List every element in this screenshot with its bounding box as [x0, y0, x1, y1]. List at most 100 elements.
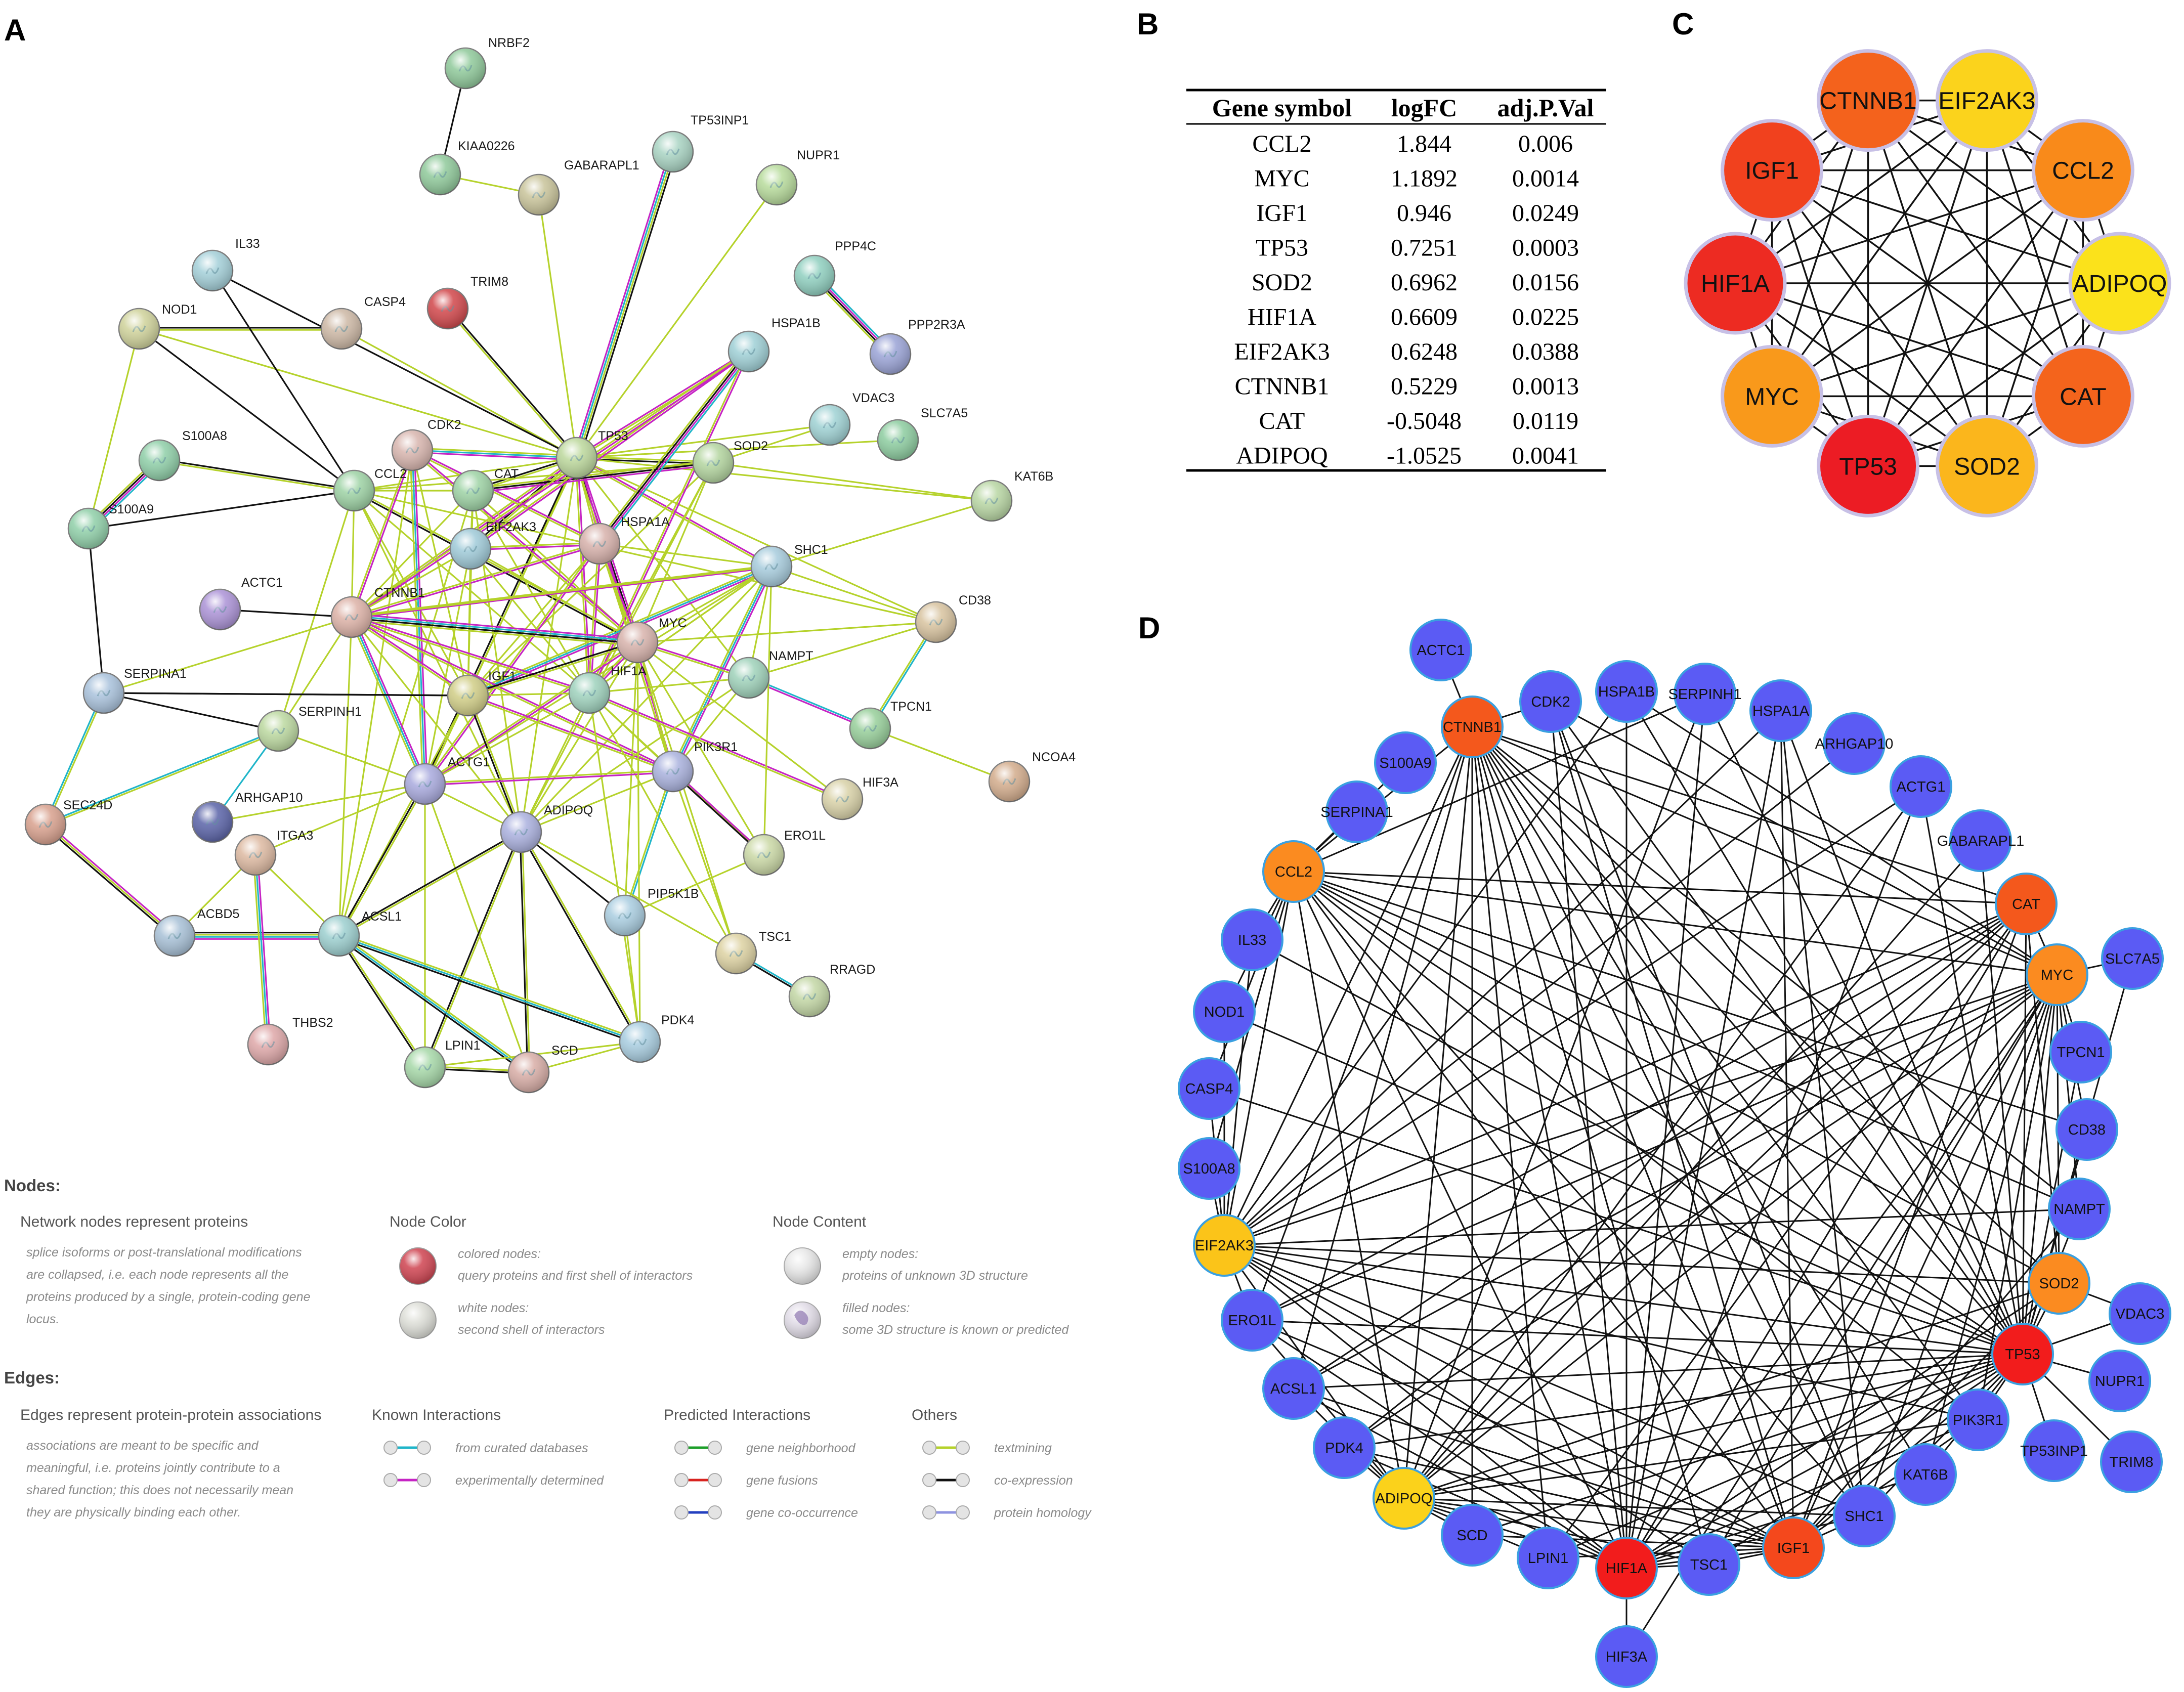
gene-node-sod2[interactable]: SOD2	[2028, 1252, 2090, 1315]
gene-node-ccl2[interactable]: CCL2	[1262, 840, 1325, 903]
protein-node-pip5k1b[interactable]: PIP5K1B	[604, 887, 699, 937]
gene-node-s100a9[interactable]: S100A9	[1374, 731, 1437, 794]
protein-node-tp53inp1[interactable]: TP53INP1	[652, 113, 749, 173]
protein-node-scd[interactable]: SCD	[507, 1044, 578, 1094]
hub-node-igf1[interactable]: IGF1	[1721, 119, 1824, 222]
gene-node-kat6b[interactable]: KAT6B	[1894, 1443, 1957, 1506]
gene-node-il33[interactable]: IL33	[1221, 908, 1283, 971]
protein-node-thbs2[interactable]: THBS2	[247, 1016, 333, 1066]
gene-node-serpina1[interactable]: SERPINA1	[1320, 780, 1393, 843]
hub-node-cat[interactable]: CAT	[2031, 344, 2134, 448]
gene-node-scd[interactable]: SCD	[1441, 1504, 1504, 1567]
protein-node-nod1[interactable]: NOD1	[118, 302, 197, 350]
gene-node-actg1[interactable]: ACTG1	[1890, 755, 1952, 818]
protein-node-ero1l[interactable]: ERO1L	[743, 829, 826, 876]
gene-node-cdk2[interactable]: CDK2	[1519, 670, 1582, 733]
protein-node-ppp2r3a[interactable]: PPP2R3A	[869, 318, 965, 375]
protein-node-serpinh1[interactable]: SERPINH1	[257, 705, 362, 752]
protein-node-nrbf2[interactable]: NRBF2	[444, 36, 530, 90]
hub-node-hif1a[interactable]: HIF1A	[1684, 232, 1787, 335]
gene-node-hspa1b[interactable]: HSPA1B	[1595, 660, 1658, 723]
protein-node-sod2[interactable]: SOD2	[692, 439, 768, 484]
protein-node-ctnnb1[interactable]: CTNNB1	[330, 586, 425, 638]
protein-node-casp4[interactable]: CASP4	[320, 295, 406, 350]
hub-node-eif2ak3[interactable]: EIF2AK3	[1935, 49, 2038, 152]
protein-node-actc1[interactable]: ACTC1	[199, 576, 283, 631]
protein-node-nampt[interactable]: NAMPT	[727, 649, 813, 699]
protein-node-slc7a5[interactable]: SLC7A5	[877, 406, 968, 461]
gene-node-hspa1a[interactable]: HSPA1A	[1749, 679, 1812, 742]
protein-node-serpina1[interactable]: SERPINA1	[82, 667, 187, 714]
protein-node-rragd[interactable]: RRAGD	[788, 963, 875, 1018]
hub-node-sod2[interactable]: SOD2	[1935, 414, 2038, 517]
hub-node-myc[interactable]: MYC	[1721, 344, 1824, 448]
gene-node-pik3r1[interactable]: PIK3R1	[1947, 1389, 2009, 1451]
protein-node-igf1[interactable]: IGF1	[447, 669, 517, 717]
protein-node-trim8[interactable]: TRIM8	[426, 275, 508, 330]
protein-node-tsc1[interactable]: TSC1	[715, 930, 791, 975]
protein-node-hif1a[interactable]: HIF1A	[568, 664, 647, 714]
hub-node-tp53[interactable]: TP53	[1817, 414, 1920, 517]
protein-node-ppp4c[interactable]: PPP4C	[793, 239, 876, 297]
protein-node-shc1[interactable]: SHC1	[750, 543, 828, 588]
gene-node-tp53inp1[interactable]: TP53INP1	[2020, 1419, 2088, 1482]
protein-node-actg1[interactable]: ACTG1	[404, 755, 490, 805]
protein-node-il33[interactable]: IL33	[191, 237, 260, 292]
gene-node-tpcn1[interactable]: TPCN1	[2049, 1021, 2112, 1083]
gene-node-acsl1[interactable]: ACSL1	[1262, 1357, 1325, 1420]
gene-node-arhgap10[interactable]: ARHGAP10	[1815, 712, 1894, 775]
protein-node-hspa1a[interactable]: HSPA1A	[578, 515, 670, 565]
protein-node-tpcn1[interactable]: TPCN1	[849, 700, 932, 750]
protein-node-acsl1[interactable]: ACSL1	[318, 909, 402, 957]
gene-node-tp53[interactable]: TP53	[1991, 1323, 2054, 1385]
gene-node-shc1[interactable]: SHC1	[1833, 1485, 1896, 1547]
protein-node-adipoq[interactable]: ADIPOQ	[500, 803, 593, 853]
protein-node-hspa1b[interactable]: HSPA1B	[727, 316, 821, 373]
gene-node-cat[interactable]: CAT	[1995, 873, 2058, 935]
protein-node-ccl2[interactable]: CCL2	[333, 467, 407, 512]
gene-node-gabarapl1[interactable]: GABARAPL1	[1937, 809, 2024, 872]
protein-node-arhgap10[interactable]: ARHGAP10	[191, 791, 303, 843]
protein-node-pik3r1[interactable]: PIK3R1	[652, 740, 738, 793]
gene-node-hif3a[interactable]: HIF3A	[1595, 1625, 1658, 1688]
protein-node-gabarapl1[interactable]: GABARAPL1	[518, 158, 639, 216]
gene-node-serpinh1[interactable]: SERPINH1	[1668, 663, 1742, 725]
gene-node-tsc1[interactable]: TSC1	[1678, 1533, 1740, 1596]
protein-node-hif3a[interactable]: HIF3A	[821, 775, 898, 820]
gene-node-cd38[interactable]: CD38	[2055, 1098, 2118, 1161]
protein-node-lpin1[interactable]: LPIN1	[404, 1038, 480, 1089]
gene-node-hif1a[interactable]: HIF1A	[1595, 1537, 1658, 1599]
gene-node-casp4[interactable]: CASP4	[1178, 1057, 1240, 1120]
hub-node-adipoq[interactable]: ADIPOQ	[2068, 232, 2171, 335]
gene-node-nod1[interactable]: NOD1	[1193, 980, 1256, 1043]
protein-node-acbd5[interactable]: ACBD5	[153, 907, 239, 957]
gene-node-pdk4[interactable]: PDK4	[1313, 1416, 1376, 1479]
protein-node-vdac3[interactable]: VDAC3	[808, 391, 894, 446]
protein-node-ncoa4[interactable]: NCOA4	[988, 750, 1076, 803]
gene-node-myc[interactable]: MYC	[2026, 943, 2088, 1006]
protein-node-sec24d[interactable]: SEC24D	[24, 798, 112, 846]
gene-node-nampt[interactable]: NAMPT	[2048, 1178, 2111, 1240]
protein-node-cd38[interactable]: CD38	[915, 593, 991, 643]
protein-node-tp53[interactable]: TP53	[555, 429, 628, 479]
gene-node-s100a8[interactable]: S100A8	[1178, 1137, 1240, 1200]
protein-node-nupr1[interactable]: NUPR1	[755, 148, 840, 206]
gene-node-lpin1[interactable]: LPIN1	[1517, 1527, 1579, 1589]
gene-node-igf1[interactable]: IGF1	[1762, 1516, 1825, 1579]
gene-node-vdac3[interactable]: VDAC3	[2109, 1282, 2171, 1345]
gene-node-ctnnb1[interactable]: CTNNB1	[1441, 696, 1504, 758]
protein-node-cat[interactable]: CAT	[452, 467, 519, 512]
gene-node-actc1[interactable]: ACTC1	[1409, 619, 1472, 681]
gene-node-nupr1[interactable]: NUPR1	[2088, 1350, 2151, 1412]
protein-node-cdk2[interactable]: CDK2	[391, 418, 461, 471]
gene-node-ero1l[interactable]: ERO1L	[1221, 1289, 1283, 1352]
hub-node-ccl2[interactable]: CCL2	[2031, 119, 2134, 222]
protein-node-pdk4[interactable]: PDK4	[619, 1013, 694, 1063]
hub-node-ctnnb1[interactable]: CTNNB1	[1817, 49, 1920, 152]
protein-node-itga3[interactable]: ITGA3	[234, 829, 313, 876]
gene-node-trim8[interactable]: TRIM8	[2100, 1430, 2163, 1493]
gene-node-adipoq[interactable]: ADIPOQ	[1373, 1467, 1435, 1530]
gene-node-slc7a5[interactable]: SLC7A5	[2101, 927, 2164, 990]
protein-node-kiaa0226[interactable]: KIAA0226	[419, 139, 515, 196]
protein-node-eif2ak3[interactable]: EIF2AK3	[449, 520, 536, 570]
